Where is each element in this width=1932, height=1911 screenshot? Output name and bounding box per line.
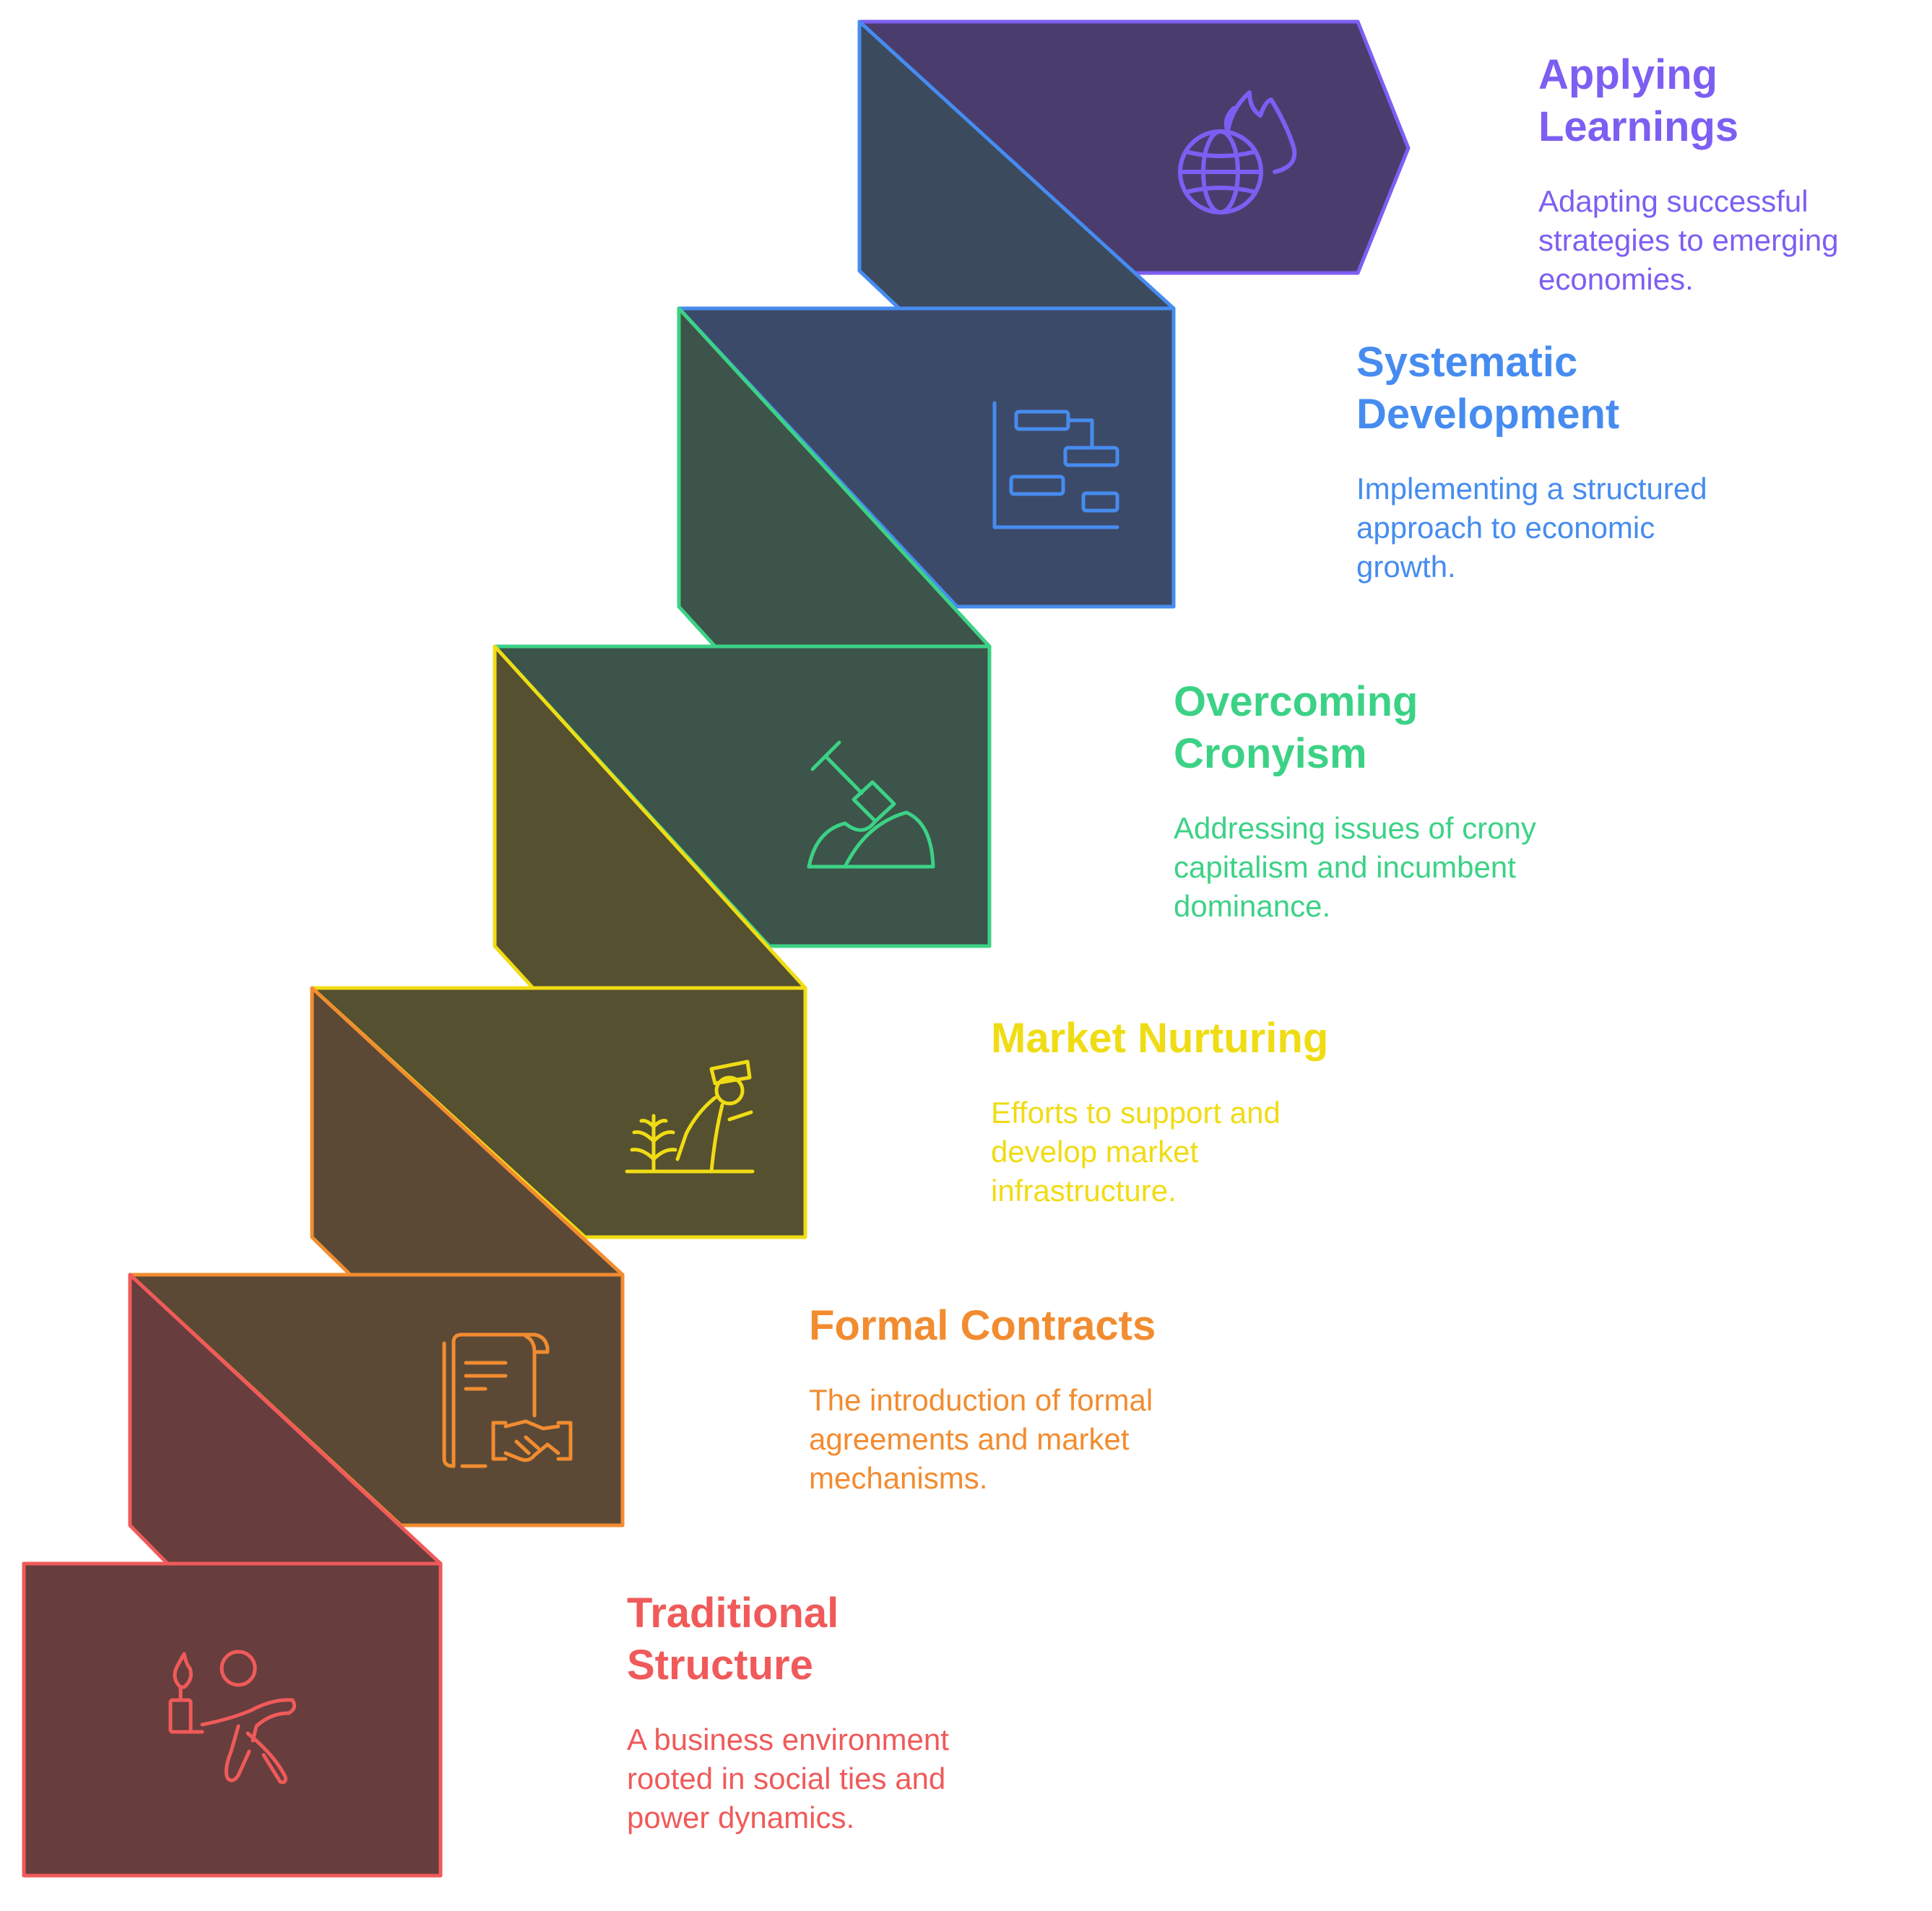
farmer-planting-icon <box>625 1060 755 1174</box>
step-1-description: A business environment rooted in social … <box>627 1722 949 1834</box>
step-6-title-line: Applying Learnings <box>1538 51 1739 150</box>
globe-flame-icon <box>1178 90 1297 214</box>
step-3-description: Efforts to support and develop market in… <box>991 1096 1281 1208</box>
contract-handshake-icon <box>442 1332 573 1468</box>
step-1-title: Traditional Structure <box>627 1587 1010 1691</box>
step-5-title: Systematic Development <box>1356 337 1761 441</box>
step-4-text: Overcoming Cronyism Addressing issues of… <box>1174 676 1578 926</box>
step-4-description: Addressing issues of crony capitalism an… <box>1174 811 1536 923</box>
person-with-torch-icon <box>168 1650 297 1785</box>
step-3-title: Market Nurturing <box>991 1013 1330 1065</box>
step-6-title: Applying Learnings <box>1538 49 1928 153</box>
step-4-title-line-2: Cronyism <box>1174 730 1367 777</box>
step-1-title-line-1: Traditional <box>627 1590 839 1637</box>
step-6-text: Applying Learnings Adapting successful s… <box>1538 49 1928 299</box>
step-2-block <box>128 1273 625 1566</box>
step-5-title-line-2: Development <box>1356 391 1620 438</box>
step-3-title-line: Market Nurturing <box>991 1015 1329 1062</box>
step-3-block <box>310 986 807 1277</box>
step-5-description: Implementing a structured approach to ec… <box>1356 472 1707 584</box>
step-2-text: Formal Contracts The introduction of for… <box>809 1300 1213 1498</box>
step-6-block <box>857 20 1411 311</box>
shovel-dirt-icon <box>807 740 935 869</box>
step-4-title-line-1: Overcoming <box>1174 678 1418 725</box>
step-5-block <box>677 306 1176 649</box>
step-3-text: Market Nurturing Efforts to support and … <box>991 1013 1330 1210</box>
step-6-description: Adapting successful strategies to emergi… <box>1538 184 1839 296</box>
step-5-title-line-1: Systematic <box>1356 339 1578 386</box>
step-1-block <box>22 1561 443 1878</box>
step-2-description: The introduction of formal agreements an… <box>809 1383 1153 1495</box>
step-2-title: Formal Contracts <box>809 1300 1213 1352</box>
gantt-chart-icon <box>992 401 1119 529</box>
step-4-block <box>493 644 992 990</box>
step-1-box <box>22 1561 443 1878</box>
step-2-title-line: Formal Contracts <box>809 1302 1156 1349</box>
step-1-title-line-2: Structure <box>627 1642 813 1689</box>
step-4-title: Overcoming Cronyism <box>1174 676 1578 780</box>
step-5-box <box>677 306 1176 609</box>
step-5-text: Systematic Development Implementing a st… <box>1356 337 1761 586</box>
step-1-text: Traditional Structure A business environ… <box>627 1587 1010 1837</box>
